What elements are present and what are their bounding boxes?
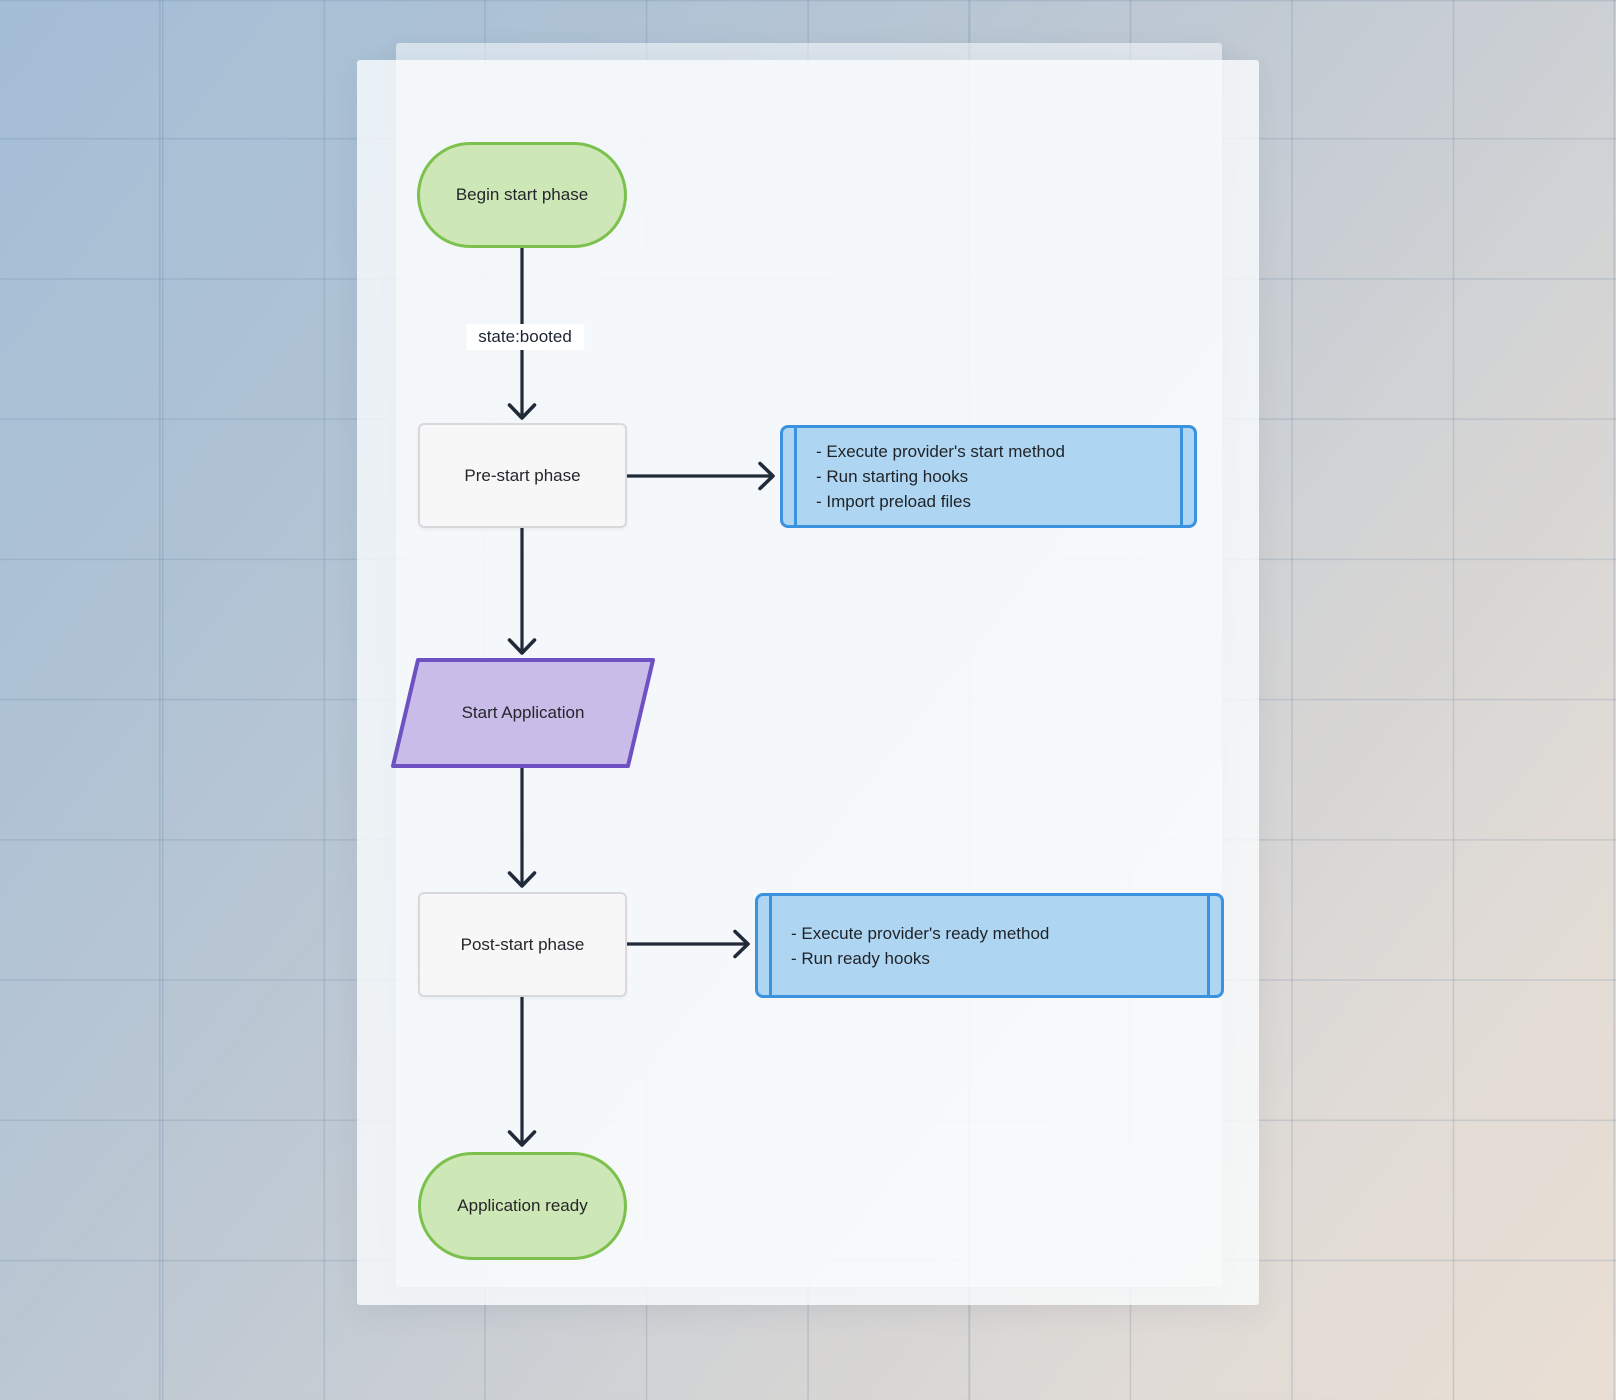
node-start-application-label: Start Application (461, 703, 585, 722)
arrowhead-down-1 (507, 403, 537, 420)
node-post-start-phase: Post-start phase (418, 892, 627, 997)
subroutine-inner-border-right (1207, 896, 1210, 995)
subroutine-inner-border-right (1180, 428, 1183, 525)
node-application-ready: Application ready (418, 1152, 627, 1260)
task-list: - Execute provider's start method - Run … (783, 439, 1089, 514)
task-line: - Run starting hooks (816, 467, 969, 486)
task-line: - Import preload files (816, 492, 971, 511)
task-line: - Execute provider's ready method (791, 923, 1050, 943)
node-label: Post-start phase (460, 934, 585, 954)
node-label: Pre-start phase (464, 465, 581, 485)
task-line: - Execute provider's start method (816, 442, 1065, 461)
task-line: - Run ready hooks (791, 948, 930, 968)
parallelogram-start-application (391, 658, 655, 768)
node-pre-start-phase: Pre-start phase (418, 423, 627, 528)
subroutine-inner-border-left (794, 428, 797, 525)
arrowhead-down-3 (507, 871, 537, 888)
node-label: Application ready (457, 1196, 588, 1215)
node-label: Begin start phase (455, 185, 589, 204)
arrowhead-down-2 (507, 638, 537, 655)
node-poststart-tasks: - Execute provider's ready method - Run … (755, 893, 1224, 998)
node-begin-start-phase: Begin start phase (417, 142, 627, 248)
arrowhead-right-1 (758, 461, 775, 491)
node-prestart-tasks: - Execute provider's start method - Run … (780, 425, 1197, 528)
arrowhead-down-4 (507, 1130, 537, 1147)
subroutine-inner-border-left (769, 896, 772, 995)
edge-label-state-booted: state:booted (466, 324, 584, 350)
arrowhead-right-2 (733, 929, 750, 959)
task-list: - Execute provider's ready method - Run … (758, 921, 1073, 971)
